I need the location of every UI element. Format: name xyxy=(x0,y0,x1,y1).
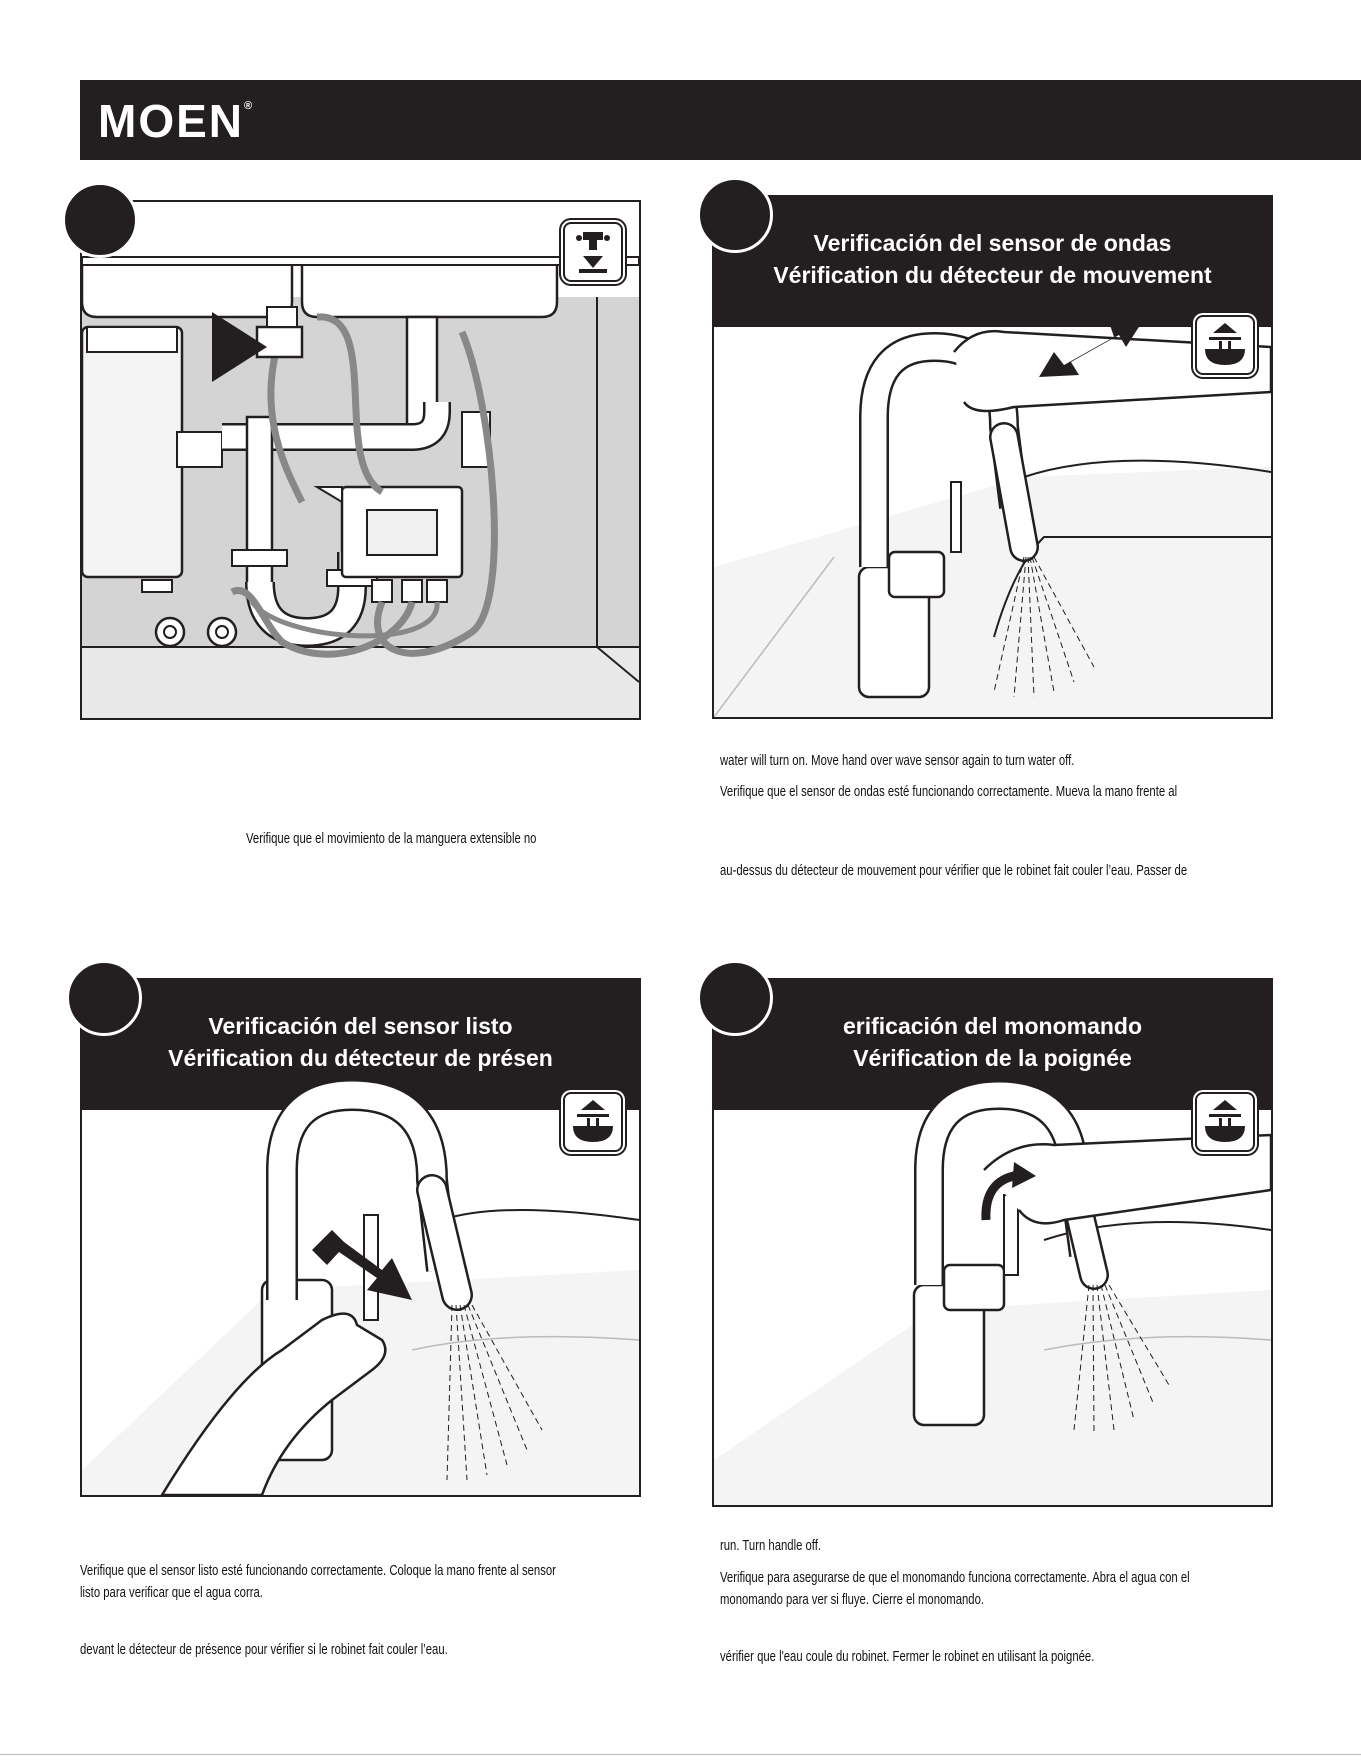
under-sink-illustration xyxy=(82,202,639,718)
title-es: erificación del monomando xyxy=(714,1010,1271,1042)
p4-text-es-1: Verifique para asegurarse de que el mono… xyxy=(720,1569,1190,1587)
p3-text-es-1: Verifique que el sensor listo esté funci… xyxy=(80,1562,556,1580)
p4-text-es-2: monomando para ver si fluye. Cierre el m… xyxy=(720,1591,984,1609)
sink-basin-icon xyxy=(1195,1092,1255,1152)
under-sink-drawing xyxy=(82,202,639,718)
handle-check-illustration xyxy=(714,1080,1271,1505)
p1-text-es: Verifique que el movimiento de la mangue… xyxy=(246,830,536,848)
ready-sensor-drawing xyxy=(82,1080,639,1495)
ready-sensor-illustration xyxy=(82,1080,639,1495)
step-number-circle-1 xyxy=(62,182,138,258)
step-number-circle-2 xyxy=(697,177,773,253)
title-fr: Vérification de la poignée xyxy=(714,1042,1271,1074)
p2-text-fr: au-dessus du détecteur de mouvement pour… xyxy=(720,862,1187,880)
footer-rule xyxy=(0,1754,1361,1755)
moen-logo: MOEN® xyxy=(98,94,252,148)
handle-check-drawing xyxy=(714,1080,1271,1505)
title-fr: Vérification du détecteur de mouvement xyxy=(714,259,1271,291)
install-down-icon xyxy=(563,222,623,282)
sink-basin-icon xyxy=(1195,315,1255,375)
p2-text-es: Verifique que el sensor de ondas esté fu… xyxy=(720,783,1177,801)
panel-hose-check xyxy=(80,200,641,720)
title-fr: Vérification du détecteur de présen xyxy=(82,1042,639,1074)
logo-text: MOEN xyxy=(98,95,244,147)
step-number-circle-4 xyxy=(697,960,773,1036)
panel-wave-sensor-check: Verificación del sensor de ondas Vérific… xyxy=(712,195,1273,719)
wave-sensor-illustration xyxy=(714,307,1271,717)
p4-text-fr: vérifier que l'eau coule du robinet. Fer… xyxy=(720,1648,1094,1666)
p3-text-es-2: listo para verificar que el agua corra. xyxy=(80,1584,263,1602)
sink-basin-icon xyxy=(563,1092,623,1152)
registered-mark: ® xyxy=(244,100,252,112)
p4-text-en: run. Turn handle off. xyxy=(720,1537,821,1555)
step-number-circle-3 xyxy=(66,960,142,1036)
p3-text-fr: devant le détecteur de présence pour vér… xyxy=(80,1641,448,1659)
panel-ready-sensor-check: Verificación del sensor listo Vérificati… xyxy=(80,978,641,1497)
brand-header: MOEN® xyxy=(80,80,1361,160)
wave-sensor-drawing xyxy=(714,307,1271,717)
panel-handle-check: erificación del monomando Vérification d… xyxy=(712,978,1273,1507)
title-es: Verificación del sensor de ondas xyxy=(714,227,1271,259)
title-es: Verificación del sensor listo xyxy=(82,1010,639,1042)
p2-text-en: water will turn on. Move hand over wave … xyxy=(720,752,1074,770)
